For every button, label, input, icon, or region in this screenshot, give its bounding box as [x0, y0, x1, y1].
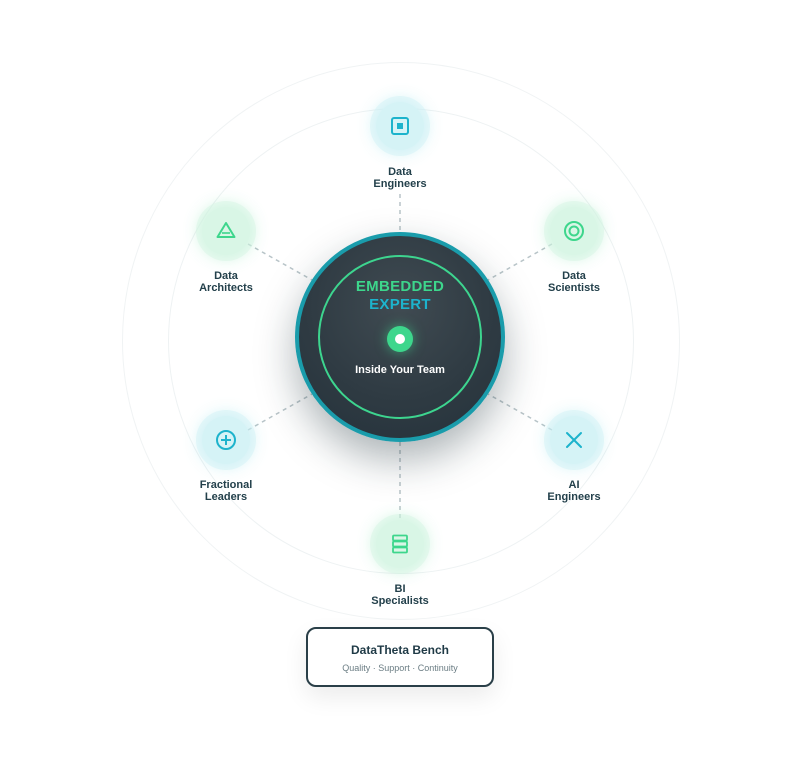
hub-inner-ring — [318, 255, 482, 419]
role-node-bi-specialists — [376, 520, 424, 568]
concentric-circle-icon — [564, 221, 584, 241]
role-node-data-engineers — [376, 102, 424, 150]
hub-title-line2: EXPERT — [369, 296, 431, 313]
embedded-expert-hub: EMBEDDED EXPERT Inside Your Team — [295, 232, 505, 442]
bench-title: DataTheta Bench — [350, 643, 450, 657]
bench-card: DataTheta Bench Quality · Support · Cont… — [306, 627, 494, 687]
circle-plus-icon — [216, 430, 236, 450]
role-node-data-architects — [202, 207, 250, 255]
role-label-line2: Architects — [199, 282, 253, 294]
role-label-line2: Engineers — [547, 491, 601, 503]
role-node-ai-engineers — [550, 416, 598, 464]
role-label-line1: BI — [394, 583, 406, 595]
hub-title-line1: EMBEDDED — [355, 278, 445, 295]
role-label-data-architects: Data Architects — [166, 270, 286, 294]
role-label-line2: Specialists — [371, 595, 429, 607]
square-dot-icon — [391, 117, 409, 135]
role-label-line1: Data — [214, 270, 238, 282]
role-label-line2: Engineers — [373, 178, 427, 190]
role-label-line1: Fractional — [199, 479, 253, 491]
outer-orbit-ring — [122, 62, 680, 620]
role-label-data-engineers: Data Engineers — [340, 166, 460, 190]
role-label-line2: Scientists — [548, 282, 600, 294]
role-label-fractional-leaders: Fractional Leaders — [166, 479, 286, 503]
connector-fractional-leaders — [247, 393, 313, 431]
role-node-fractional-leaders — [202, 416, 250, 464]
role-label-line1: AI — [568, 479, 580, 491]
role-label-line1: Data — [562, 270, 586, 282]
role-label-line2: Leaders — [204, 491, 248, 503]
role-node-data-scientists — [550, 207, 598, 255]
hub-subtitle: Inside Your Team — [355, 364, 445, 376]
hub-center-dot-icon — [387, 326, 413, 352]
role-label-bi-specialists: BI Specialists — [340, 583, 460, 607]
triangle-icon — [216, 222, 236, 238]
role-label-line1: Data — [388, 166, 412, 178]
role-label-ai-engineers: AI Engineers — [514, 479, 634, 503]
x-icon — [566, 432, 582, 448]
bench-subtitle: Quality · Support · Continuity — [342, 663, 458, 673]
role-label-data-scientists: Data Scientists — [514, 270, 634, 294]
connector-ai-engineers — [487, 393, 553, 431]
stacked-layers-icon — [392, 534, 408, 554]
